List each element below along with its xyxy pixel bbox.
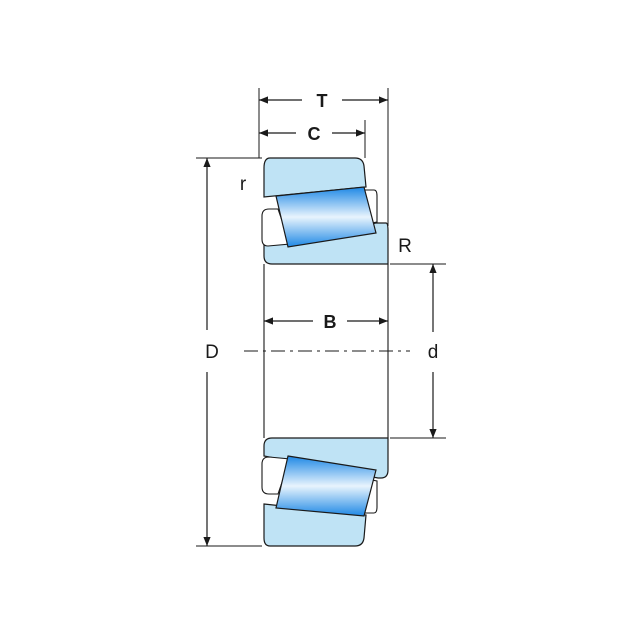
label-R: R: [398, 236, 412, 257]
label-B: B: [324, 312, 337, 332]
label-C: C: [308, 124, 321, 144]
extension-lines: [196, 88, 446, 547]
dimension-arrows: [203, 96, 437, 546]
label-d: d: [428, 342, 439, 363]
label-D: D: [205, 342, 219, 363]
outer-ring-top: [263, 157, 367, 198]
label-T: T: [317, 91, 328, 111]
label-r: r: [240, 174, 247, 195]
bearing-top-section: [261, 157, 389, 265]
roller-bottom: [275, 455, 377, 517]
roller-top: [275, 186, 377, 248]
outer-ring-bottom: [263, 503, 367, 547]
bearing-bottom-section: [261, 437, 389, 547]
